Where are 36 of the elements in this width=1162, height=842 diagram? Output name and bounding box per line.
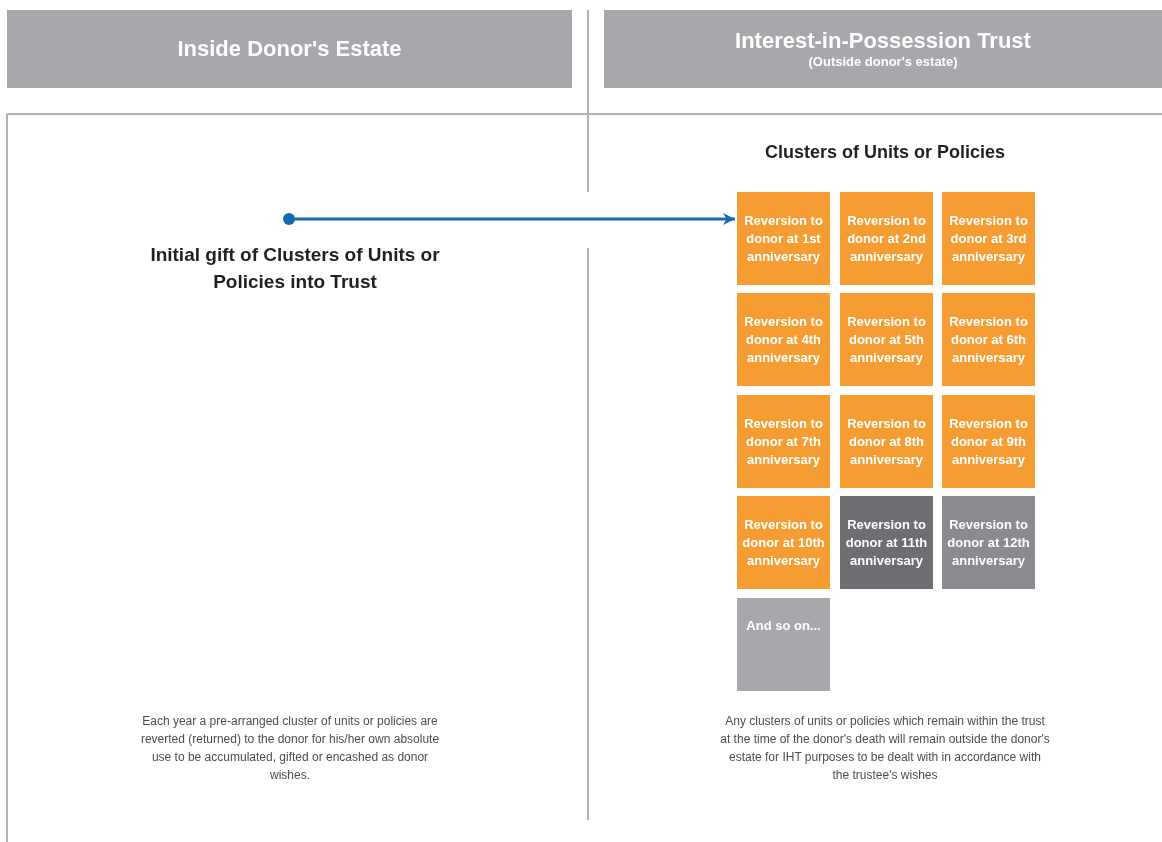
header-title: Inside Donor's Estate [177,36,402,62]
cluster-tile [737,598,830,691]
cluster-tile [942,293,1035,386]
header-subtitle: (Outside donor's estate) [808,54,958,70]
tile-label: Reversion to donor at 4th anniversary [743,312,824,367]
tile-label: Reversion to donor at 12th anniversary [946,515,1031,570]
header-bar [7,10,572,88]
tile-label: And so on... [745,617,822,635]
gift-label: Initial gift of Clusters of Units or Policies into Trust [149,243,441,294]
arrow [283,213,735,225]
tile-label: Reversion to donor at 5th anniversary [846,312,927,367]
note-text: Any clusters of units or policies which remain within the trust at the time of the donor's death will remain outside the donor's estate for IHT purposes to be dealt with in accordance with the trustee's wishes [720,713,1050,784]
tile-label: Reversion to donor at 8th anniversary [846,414,927,469]
cluster-tile [840,293,933,386]
tile-label: Reversion to donor at 7th anniversary [743,414,824,469]
section-heading: Clusters of Units or Policies [763,141,1007,164]
cluster-tile [840,496,933,589]
header-bar [604,10,1162,88]
note-text: Each year a pre-arranged cluster of units or policies are reverted (returned) to the donor for his/her own absolute use to be accumulated, gifted or encashed as donor wishes. [139,713,441,784]
cluster-tile [737,192,830,285]
cluster-tile [737,496,830,589]
header-title: Interest-in-Possession Trust [735,28,1031,54]
cluster-tile [942,496,1035,589]
tile-label: Reversion to donor at 11th anniversary [844,515,929,570]
tile-label: Reversion to donor at 9th anniversary [948,414,1029,469]
cluster-tile [942,395,1035,488]
tile-label: Reversion to donor at 1st anniversary [743,211,824,266]
tile-label: Reversion to donor at 10th anniversary [741,515,826,570]
tile-label: Reversion to donor at 3rd anniversary [948,211,1029,266]
tile-label: Reversion to donor at 6th anniversary [948,312,1029,367]
cluster-tile [840,395,933,488]
tile-label: Reversion to donor at 2nd anniversary [846,211,927,266]
cluster-tile [737,395,830,488]
cluster-tile [840,192,933,285]
cluster-tile [737,293,830,386]
cluster-tile [942,192,1035,285]
